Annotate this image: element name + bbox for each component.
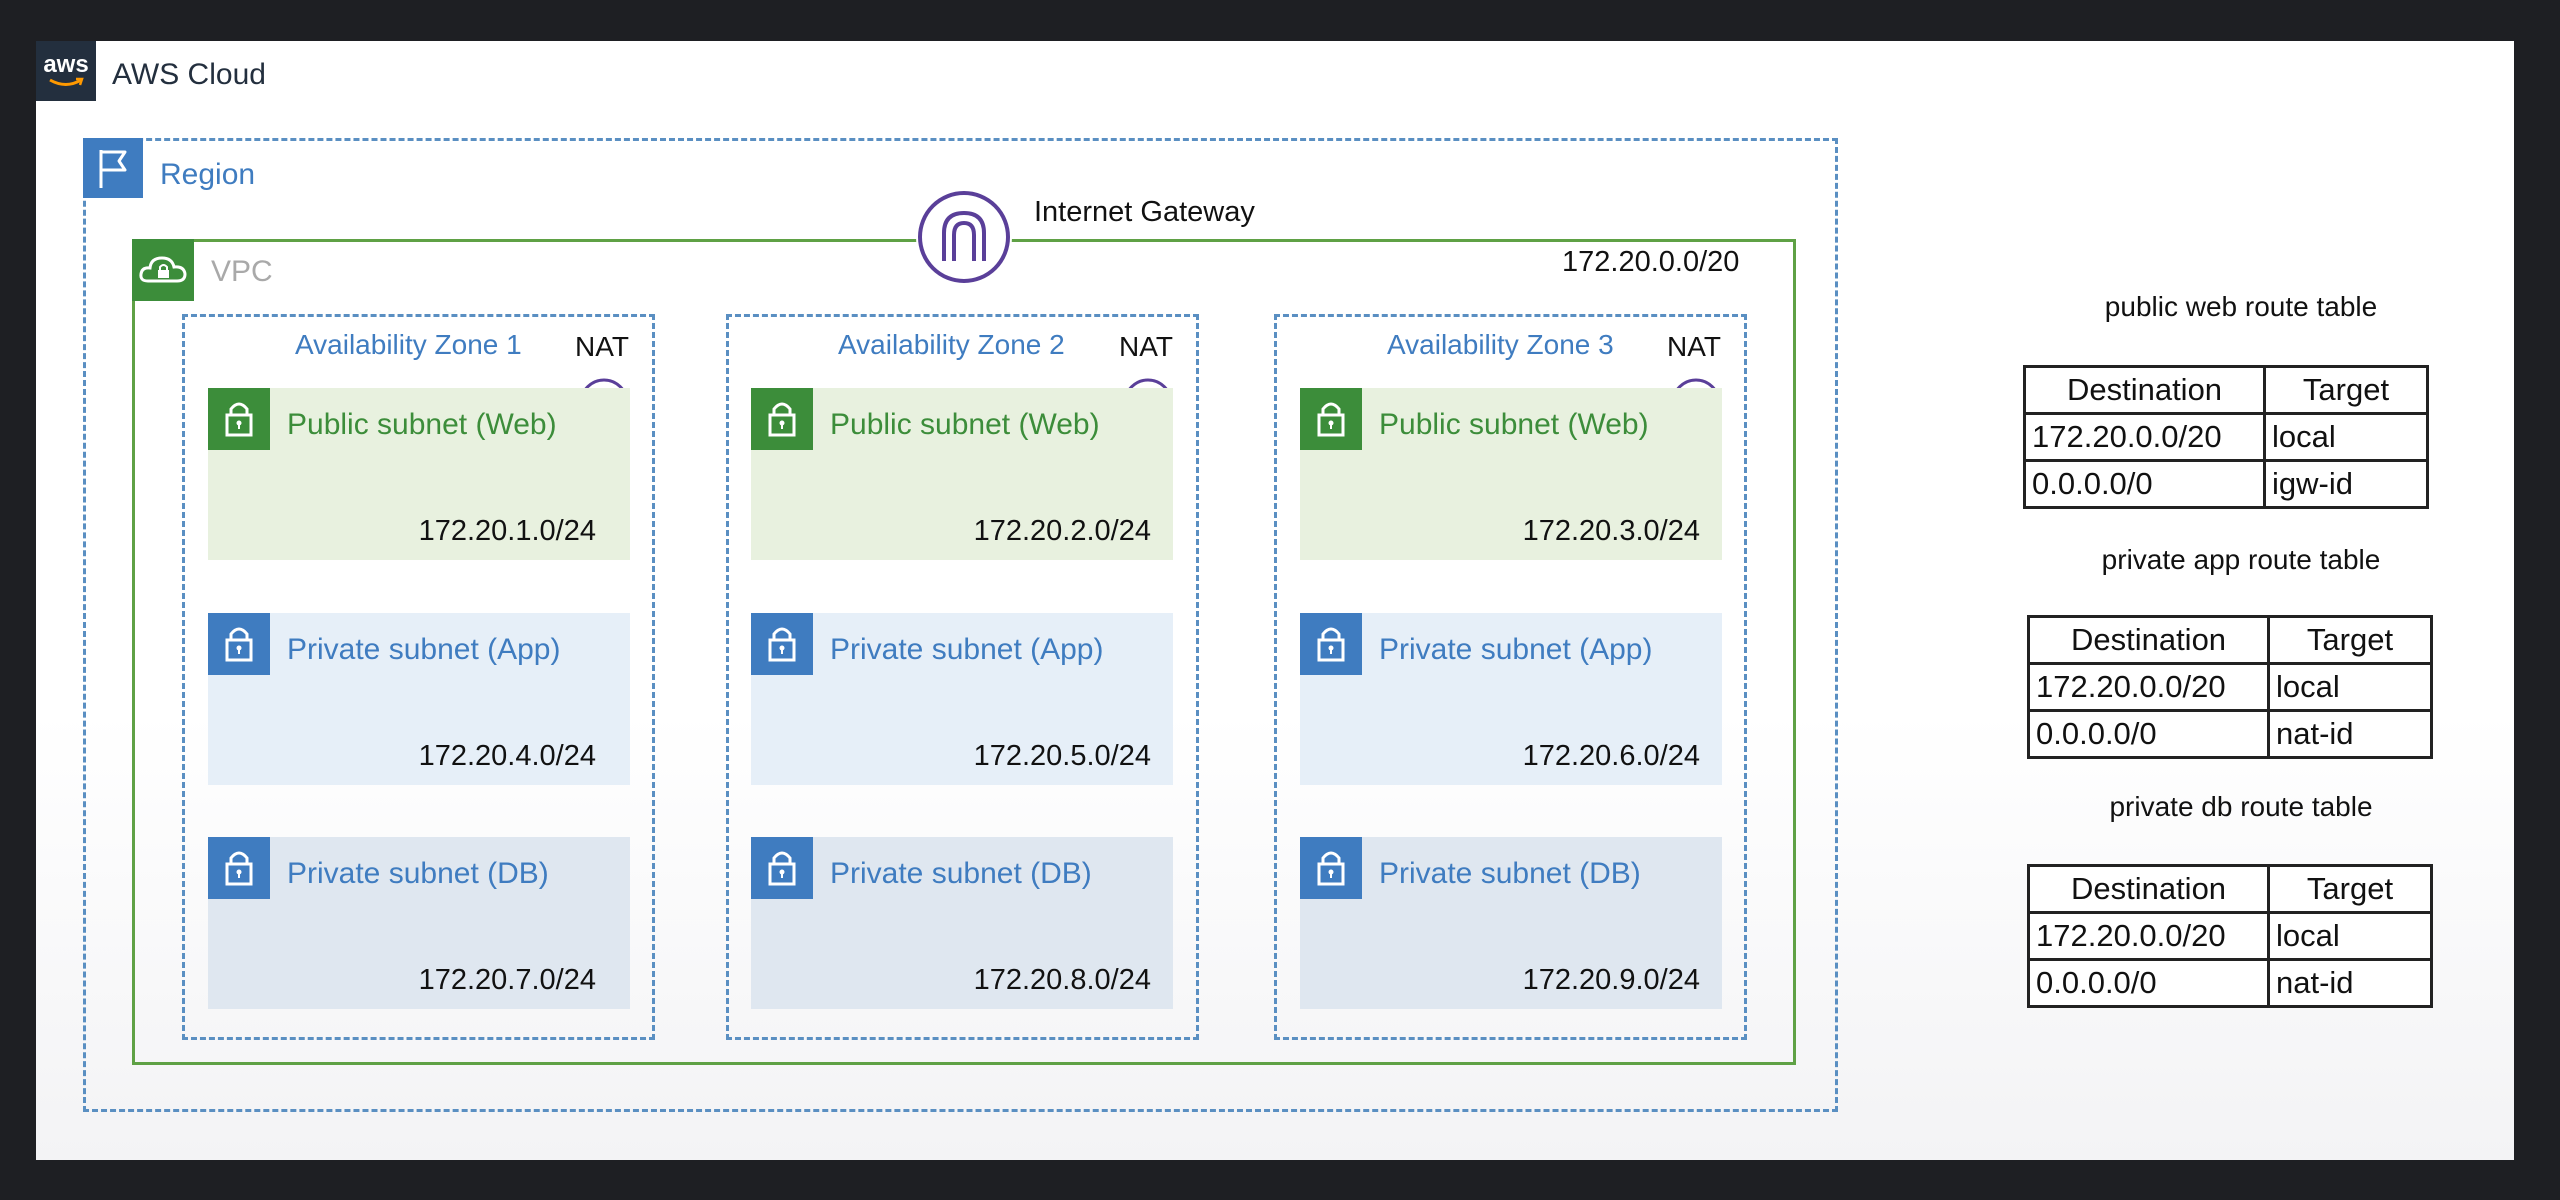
public-subnet-web: Public subnet (Web) 172.20.3.0/24 <box>1300 388 1722 560</box>
table-row: 172.20.0.0/20 local <box>2027 911 2433 961</box>
column-header: Target <box>2267 615 2433 665</box>
table-cell: local <box>2267 662 2433 712</box>
column-header: Target <box>2267 864 2433 914</box>
az-title: Availability Zone 1 <box>295 329 522 360</box>
table-cell: 172.20.0.0/20 <box>2027 662 2270 712</box>
table-row: 0.0.0.0/0 nat-id <box>2027 709 2433 759</box>
lock-icon <box>208 613 270 675</box>
nat-label: NAT <box>575 331 629 362</box>
nat-label: NAT <box>1667 331 1721 362</box>
lock-icon <box>1300 837 1362 899</box>
private-subnet-db: Private subnet (DB) 172.20.7.0/24 <box>208 837 630 1009</box>
private-app-route-table: Destination Target 172.20.0.0/20 local 0… <box>2027 615 2433 759</box>
aws-logo-text: aws <box>43 51 89 78</box>
table-row: 0.0.0.0/0 nat-id <box>2027 958 2433 1008</box>
az-title: Availability Zone 3 <box>1387 329 1614 360</box>
diagram-canvas: aws AWS Cloud Region VPC 172.20.0.0/20 I… <box>36 41 2514 1160</box>
subnet-label: Public subnet (Web) <box>1379 408 1649 441</box>
region-boundary <box>83 138 1838 1112</box>
table-cell: nat-id <box>2267 958 2433 1008</box>
subnet-cidr: 172.20.2.0/24 <box>973 515 1151 547</box>
route-table-title: private db route table <box>2109 791 2373 822</box>
lock-icon <box>208 837 270 899</box>
table-cell: 172.20.0.0/20 <box>2023 412 2266 462</box>
subnet-cidr: 172.20.6.0/24 <box>1522 740 1700 772</box>
table-cell: 172.20.0.0/20 <box>2027 911 2270 961</box>
lock-icon <box>208 388 270 450</box>
table-cell: local <box>2267 911 2433 961</box>
route-table-title: private app route table <box>2101 544 2381 575</box>
table-cell: 0.0.0.0/0 <box>2023 459 2266 509</box>
availability-zone-3 <box>1274 314 1747 1040</box>
internet-gateway-title: Internet Gateway <box>1034 196 1255 228</box>
table-header-row: Destination Target <box>2027 864 2433 914</box>
table-cell: 0.0.0.0/0 <box>2027 709 2270 759</box>
column-header: Destination <box>2023 365 2266 415</box>
table-header-row: Destination Target <box>2027 615 2433 665</box>
vpc-title: VPC <box>211 255 273 288</box>
availability-zone-1 <box>182 314 655 1040</box>
private-subnet-db: Private subnet (DB) 172.20.8.0/24 <box>751 837 1173 1009</box>
region-title: Region <box>160 158 256 191</box>
table-cell: 0.0.0.0/0 <box>2027 958 2270 1008</box>
vpc-cidr: 172.20.0.0/20 <box>1562 246 1740 278</box>
subnet-label: Public subnet (Web) <box>287 408 557 441</box>
public-web-route-table: Destination Target 172.20.0.0/20 local 0… <box>2023 365 2429 509</box>
public-subnet-web: Public subnet (Web) 172.20.1.0/24 <box>208 388 630 560</box>
subnet-label: Private subnet (App) <box>287 633 561 666</box>
subnet-label: Private subnet (App) <box>830 633 1104 666</box>
table-row: 172.20.0.0/20 local <box>2027 662 2433 712</box>
lock-icon <box>751 613 813 675</box>
subnet-label: Private subnet (DB) <box>830 857 1092 890</box>
subnet-label: Private subnet (DB) <box>1379 857 1641 890</box>
region-flag-icon <box>83 138 143 198</box>
aws-cloud-title: AWS Cloud <box>112 58 266 91</box>
route-table-title: public web route table <box>2104 291 2378 322</box>
table-cell: igw-id <box>2263 459 2429 509</box>
subnet-cidr: 172.20.8.0/24 <box>973 964 1151 996</box>
private-subnet-db: Private subnet (DB) 172.20.9.0/24 <box>1300 837 1722 1009</box>
subnet-cidr: 172.20.7.0/24 <box>418 964 596 996</box>
subnet-cidr: 172.20.5.0/24 <box>973 740 1151 772</box>
subnet-label: Private subnet (DB) <box>287 857 549 890</box>
private-subnet-app: Private subnet (App) 172.20.6.0/24 <box>1300 613 1722 785</box>
lock-icon <box>1300 613 1362 675</box>
aws-smile-icon <box>49 77 84 86</box>
az-title: Availability Zone 2 <box>838 329 1065 360</box>
subnet-cidr: 172.20.3.0/24 <box>1522 515 1700 547</box>
lock-icon <box>751 837 813 899</box>
nat-label: NAT <box>1119 331 1173 362</box>
lock-icon <box>1300 388 1362 450</box>
aws-logo: aws <box>36 41 96 101</box>
internet-gateway-icon <box>916 189 1012 285</box>
vpc-cloud-lock-icon <box>132 239 194 301</box>
private-subnet-app: Private subnet (App) 172.20.4.0/24 <box>208 613 630 785</box>
public-subnet-web: Public subnet (Web) 172.20.2.0/24 <box>751 388 1173 560</box>
private-db-route-table: Destination Target 172.20.0.0/20 local 0… <box>2027 864 2433 1008</box>
subnet-label: Public subnet (Web) <box>830 408 1100 441</box>
column-header: Destination <box>2027 615 2270 665</box>
lock-icon <box>751 388 813 450</box>
private-subnet-app: Private subnet (App) 172.20.5.0/24 <box>751 613 1173 785</box>
subnet-cidr: 172.20.1.0/24 <box>418 515 596 547</box>
table-cell: local <box>2263 412 2429 462</box>
table-header-row: Destination Target <box>2023 365 2429 415</box>
table-cell: nat-id <box>2267 709 2433 759</box>
table-row: 0.0.0.0/0 igw-id <box>2023 459 2429 509</box>
subnet-cidr: 172.20.9.0/24 <box>1522 964 1700 996</box>
table-row: 172.20.0.0/20 local <box>2023 412 2429 462</box>
column-header: Destination <box>2027 864 2270 914</box>
subnet-label: Private subnet (App) <box>1379 633 1653 666</box>
subnet-cidr: 172.20.4.0/24 <box>418 740 596 772</box>
availability-zone-2 <box>726 314 1199 1040</box>
column-header: Target <box>2263 365 2429 415</box>
